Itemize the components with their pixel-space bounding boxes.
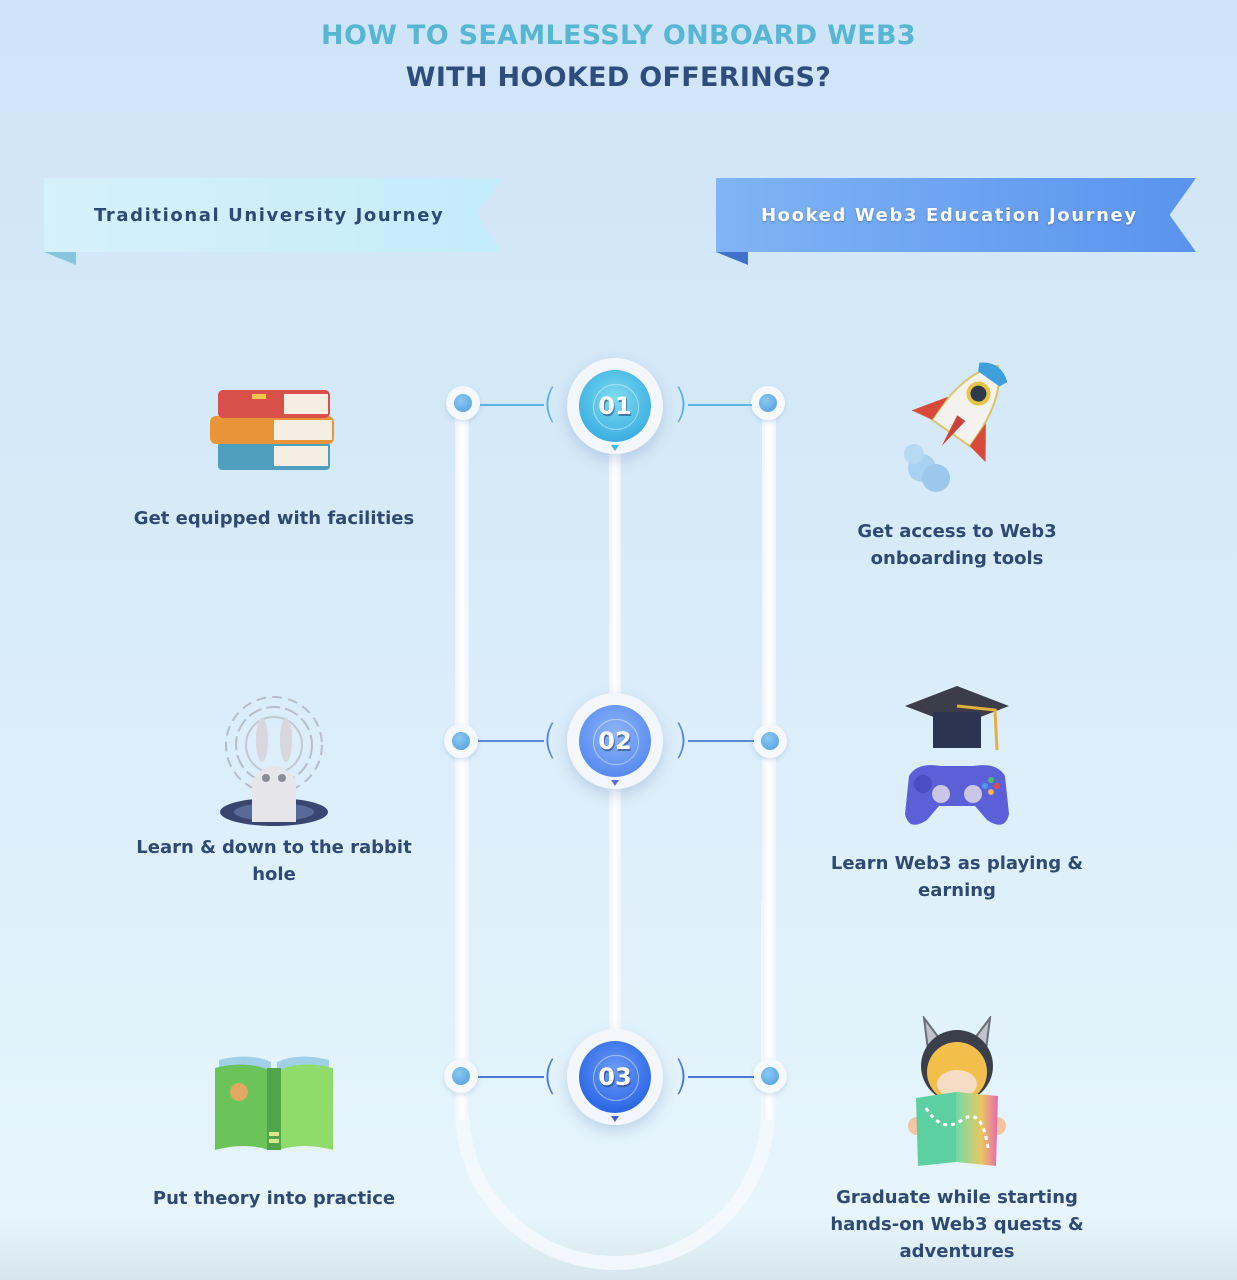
right-item-2: Learn Web3 as playing & earning [797,684,1117,904]
step-number: 03 [598,1063,632,1091]
step-number: 01 [598,392,632,420]
bracket-right-icon: ) [673,381,689,427]
bracket-left-icon: ( [542,1053,558,1099]
connector-line [478,1076,544,1078]
traditional-journey-label: Traditional University Journey [94,204,445,226]
right-item-label: Graduate while starting hands-on Web3 qu… [830,1187,1084,1262]
ribbon-fold [716,252,748,265]
rocket-icon [797,350,1117,500]
connector-line [480,404,544,406]
graduation-cap-gamepad-icon [797,684,1117,834]
right-item-label: Get access to Web3 onboarding tools [857,521,1057,569]
right-node-2 [753,724,787,758]
right-pillar [762,400,776,1120]
down-arrow-icon [611,1116,619,1122]
right-item-1: Get access to Web3 onboarding tools [797,350,1117,572]
connector-line [688,1076,754,1078]
right-item-label: Learn Web3 as playing & earning [830,853,1084,901]
step-badge-01: 01 [567,358,663,454]
left-node-3 [444,1059,478,1093]
bracket-left-icon: ( [542,381,558,427]
bracket-right-icon: ) [673,717,689,763]
step-badge-03: 03 [567,1029,663,1125]
step-badge-02: 02 [567,693,663,789]
timeline-stem-1 [609,440,621,700]
left-pillar [455,400,469,1120]
left-item-label: Get equipped with facilities [133,508,415,529]
bracket-right-icon: ) [673,1053,689,1099]
left-item-3: Put theory into practice [114,1045,434,1212]
connector-line [478,740,544,742]
down-arrow-icon [611,445,619,451]
open-book-icon [114,1045,434,1155]
left-item-1: Get equipped with facilities [114,375,434,532]
down-arrow-icon [611,780,619,786]
hooked-journey-label: Hooked Web3 Education Journey [761,204,1138,226]
step-number: 02 [598,727,632,755]
left-item-2: Learn & down to the rabbit hole [114,690,434,888]
connector-line [688,740,754,742]
left-item-label: Learn & down to the rabbit hole [136,837,412,885]
traditional-journey-banner: Traditional University Journey [44,178,502,265]
right-node-1 [751,386,785,420]
ribbon-fold [44,252,76,265]
character-map-icon [797,1016,1117,1166]
timeline-stem-2 [609,780,621,1040]
page-title-line2: WITH HOOKED OFFERINGS? [405,62,832,93]
bracket-left-icon: ( [542,717,558,763]
left-item-label: Put theory into practice [152,1188,396,1209]
left-node-1 [446,386,480,420]
page-title-line1: HOW TO SEAMLESSLY ONBOARD WEB3 [321,20,916,51]
right-item-3: Graduate while starting hands-on Web3 qu… [797,1016,1117,1265]
connector-line [688,404,752,406]
right-node-3 [753,1059,787,1093]
rabbit-hole-icon [114,690,434,830]
hooked-journey-banner: Hooked Web3 Education Journey [716,178,1196,265]
books-stack-icon [114,375,434,485]
left-node-2 [444,724,478,758]
